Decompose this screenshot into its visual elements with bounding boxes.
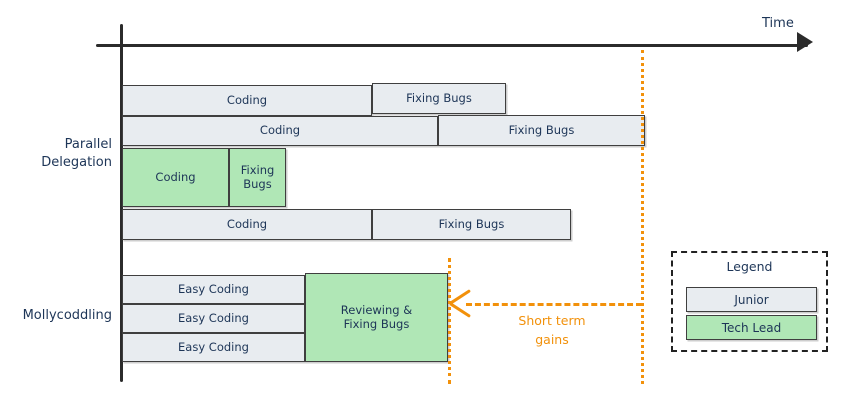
bar-parallel-r1-coding: Coding bbox=[122, 85, 372, 116]
annotation-short-term-gains: Short term gains bbox=[472, 312, 632, 350]
annotation-line1: Short term bbox=[518, 313, 586, 328]
group-label-parallel-line1: Parallel bbox=[64, 137, 112, 152]
bar-molly-r1-easy-coding: Easy Coding bbox=[122, 275, 305, 304]
group-label-parallel-delegation: Parallel Delegation bbox=[0, 136, 112, 171]
bar-parallel-r2-fixing-bugs: Fixing Bugs bbox=[438, 115, 645, 146]
guide-line-left bbox=[448, 258, 451, 384]
group-label-parallel-line2: Delegation bbox=[41, 154, 112, 170]
legend: Legend Junior Tech Lead bbox=[671, 251, 828, 352]
time-axis-vertical bbox=[120, 24, 123, 382]
bar-parallel-r4-coding: Coding bbox=[122, 209, 372, 240]
legend-item-tech-lead: Tech Lead bbox=[686, 315, 817, 340]
bar-parallel-r3-coding: Coding bbox=[122, 148, 229, 207]
bar-parallel-r1-fixing-bugs: Fixing Bugs bbox=[372, 83, 506, 114]
bar-molly-r3-easy-coding: Easy Coding bbox=[122, 333, 305, 362]
annotation-dashed-line bbox=[466, 303, 642, 306]
bar-parallel-r3-fixing-bugs: Fixing Bugs bbox=[229, 148, 286, 207]
legend-title: Legend bbox=[726, 259, 773, 274]
bar-parallel-r4-fixing-bugs: Fixing Bugs bbox=[372, 209, 571, 240]
guide-line-right bbox=[641, 50, 644, 384]
bar-molly-reviewing-fixing-bugs: Reviewing & Fixing Bugs bbox=[305, 273, 448, 362]
annotation-line2: gains bbox=[535, 331, 569, 347]
arrow-left-icon bbox=[449, 289, 472, 318]
legend-item-junior: Junior bbox=[686, 287, 817, 312]
group-label-mollycoddling: Mollycoddling bbox=[22, 308, 112, 323]
time-axis-label: Time bbox=[762, 16, 794, 31]
bar-parallel-r2-coding: Coding bbox=[122, 116, 438, 146]
arrow-right-icon bbox=[797, 32, 813, 52]
time-axis-horizontal bbox=[96, 44, 808, 47]
bar-molly-r2-easy-coding: Easy Coding bbox=[122, 304, 305, 333]
